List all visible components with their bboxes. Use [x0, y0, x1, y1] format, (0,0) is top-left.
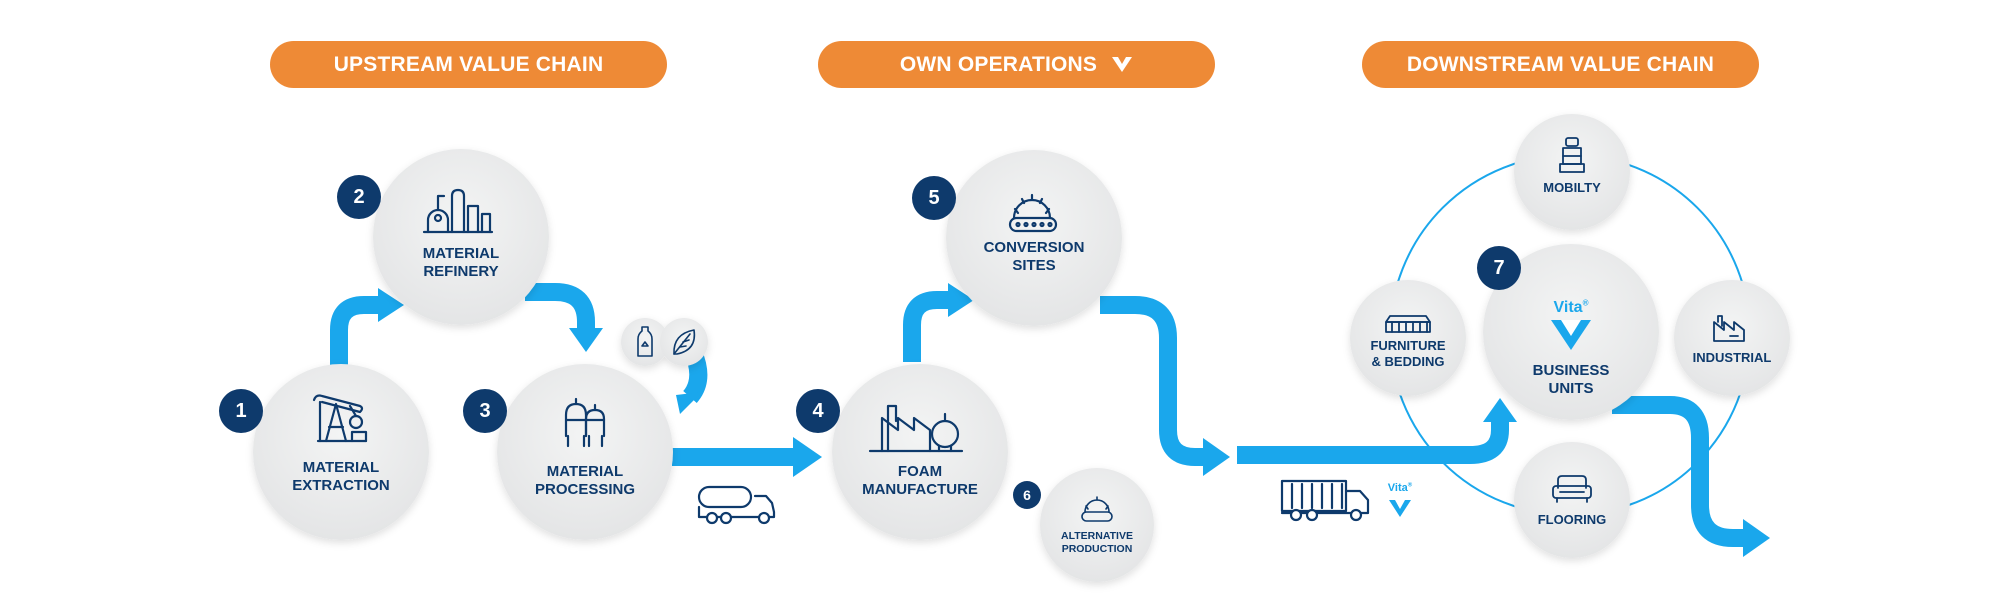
own-operations-header: OWN OPERATIONS — [818, 41, 1215, 88]
vita-logo-icon — [1551, 320, 1591, 350]
step-label-alternative-production: ALTERNATIVE PRODUCTION — [1061, 530, 1133, 555]
business-unit-furniture-bedding: FURNITURE & BEDDING — [1370, 338, 1446, 369]
circle-industrial — [1674, 280, 1790, 396]
arrow-2-to-3 — [525, 283, 595, 331]
arrowhead-inputs-to-3 — [676, 392, 702, 414]
arrowhead-1-to-2 — [378, 288, 404, 322]
circle-step-6 — [1040, 468, 1154, 582]
tanker-truck-icon — [697, 485, 776, 525]
arrow-to-business-units — [1237, 420, 1509, 464]
arrow-5-to-downstream — [1100, 296, 1205, 466]
downstream-header-label: DOWNSTREAM VALUE CHAIN — [1406, 52, 1715, 76]
own-operations-header-label: OWN OPERATIONS — [899, 52, 1098, 76]
leaf-icon — [673, 329, 696, 355]
step-label-material-extraction: MATERIAL EXTRACTION — [292, 459, 390, 494]
recycled-bottle-icon — [637, 326, 653, 357]
step-number-2: 2 — [337, 175, 381, 219]
step-label-business-units: BUSINESS UNITS — [1532, 362, 1610, 397]
circle-furniture — [1350, 280, 1466, 396]
car-seat-icon — [1559, 137, 1585, 173]
arrow-4-to-5 — [903, 291, 950, 362]
step-label-material-processing: MATERIAL PROCESSING — [534, 463, 636, 498]
industrial-building-icon — [1713, 315, 1745, 342]
arrowhead-2-to-3 — [569, 328, 603, 352]
step-number-5: 5 — [912, 176, 956, 220]
circle-step-5 — [946, 150, 1122, 326]
circle-step-3 — [497, 364, 673, 540]
arrow-business-units-out — [1612, 396, 1745, 547]
circle-step-1 — [253, 364, 429, 540]
step-label-foam-manufacture: FOAM MANUFACTURE — [862, 463, 978, 498]
chevron-down-icon — [1112, 56, 1133, 72]
vita-logo-text-small: Vita® — [1387, 482, 1413, 494]
arrowhead-to-business-units — [1483, 398, 1517, 422]
business-unit-flooring: FLOORING — [1537, 512, 1607, 527]
step-label-material-refinery: MATERIAL REFINERY — [422, 245, 500, 280]
vita-logo-text: Vita® — [1553, 298, 1589, 316]
business-unit-mobility: MOBILTY — [1543, 180, 1601, 195]
upstream-header-label: UPSTREAM VALUE CHAIN — [333, 52, 604, 76]
business-unit-industrial: INDUSTRIAL — [1692, 350, 1772, 365]
sofa-icon — [1552, 475, 1592, 503]
factory-icon — [868, 404, 964, 453]
step-number-4: 4 — [796, 389, 840, 433]
mattress-icon — [1385, 315, 1431, 333]
conveyor-icon — [1081, 496, 1113, 522]
arrow-1-to-2 — [330, 296, 380, 365]
box-truck-icon — [1280, 479, 1370, 522]
circle-step-2 — [373, 149, 549, 325]
step-number-7: 7 — [1477, 246, 1521, 290]
refinery-icon — [422, 188, 494, 234]
circle-flooring — [1514, 442, 1630, 558]
step-number-6: 6 — [1013, 481, 1041, 509]
step-number-1: 1 — [219, 389, 263, 433]
downstream-header: DOWNSTREAM VALUE CHAIN — [1362, 41, 1759, 88]
arrowhead-3-to-4 — [793, 437, 822, 477]
upstream-header: UPSTREAM VALUE CHAIN — [270, 41, 667, 88]
vita-logo-icon — [1389, 500, 1411, 517]
step-number-3: 3 — [463, 389, 507, 433]
conveyor-icon — [1008, 193, 1058, 233]
arrowhead-5-to-downstream — [1203, 438, 1230, 476]
step-label-conversion-sites: CONVERSION SITES — [983, 239, 1085, 274]
arrowhead-4-to-5 — [948, 283, 974, 317]
arrowhead-business-units-out — [1743, 519, 1770, 557]
oil-pump-jack-icon — [312, 394, 368, 443]
tanks-icon — [564, 397, 606, 448]
